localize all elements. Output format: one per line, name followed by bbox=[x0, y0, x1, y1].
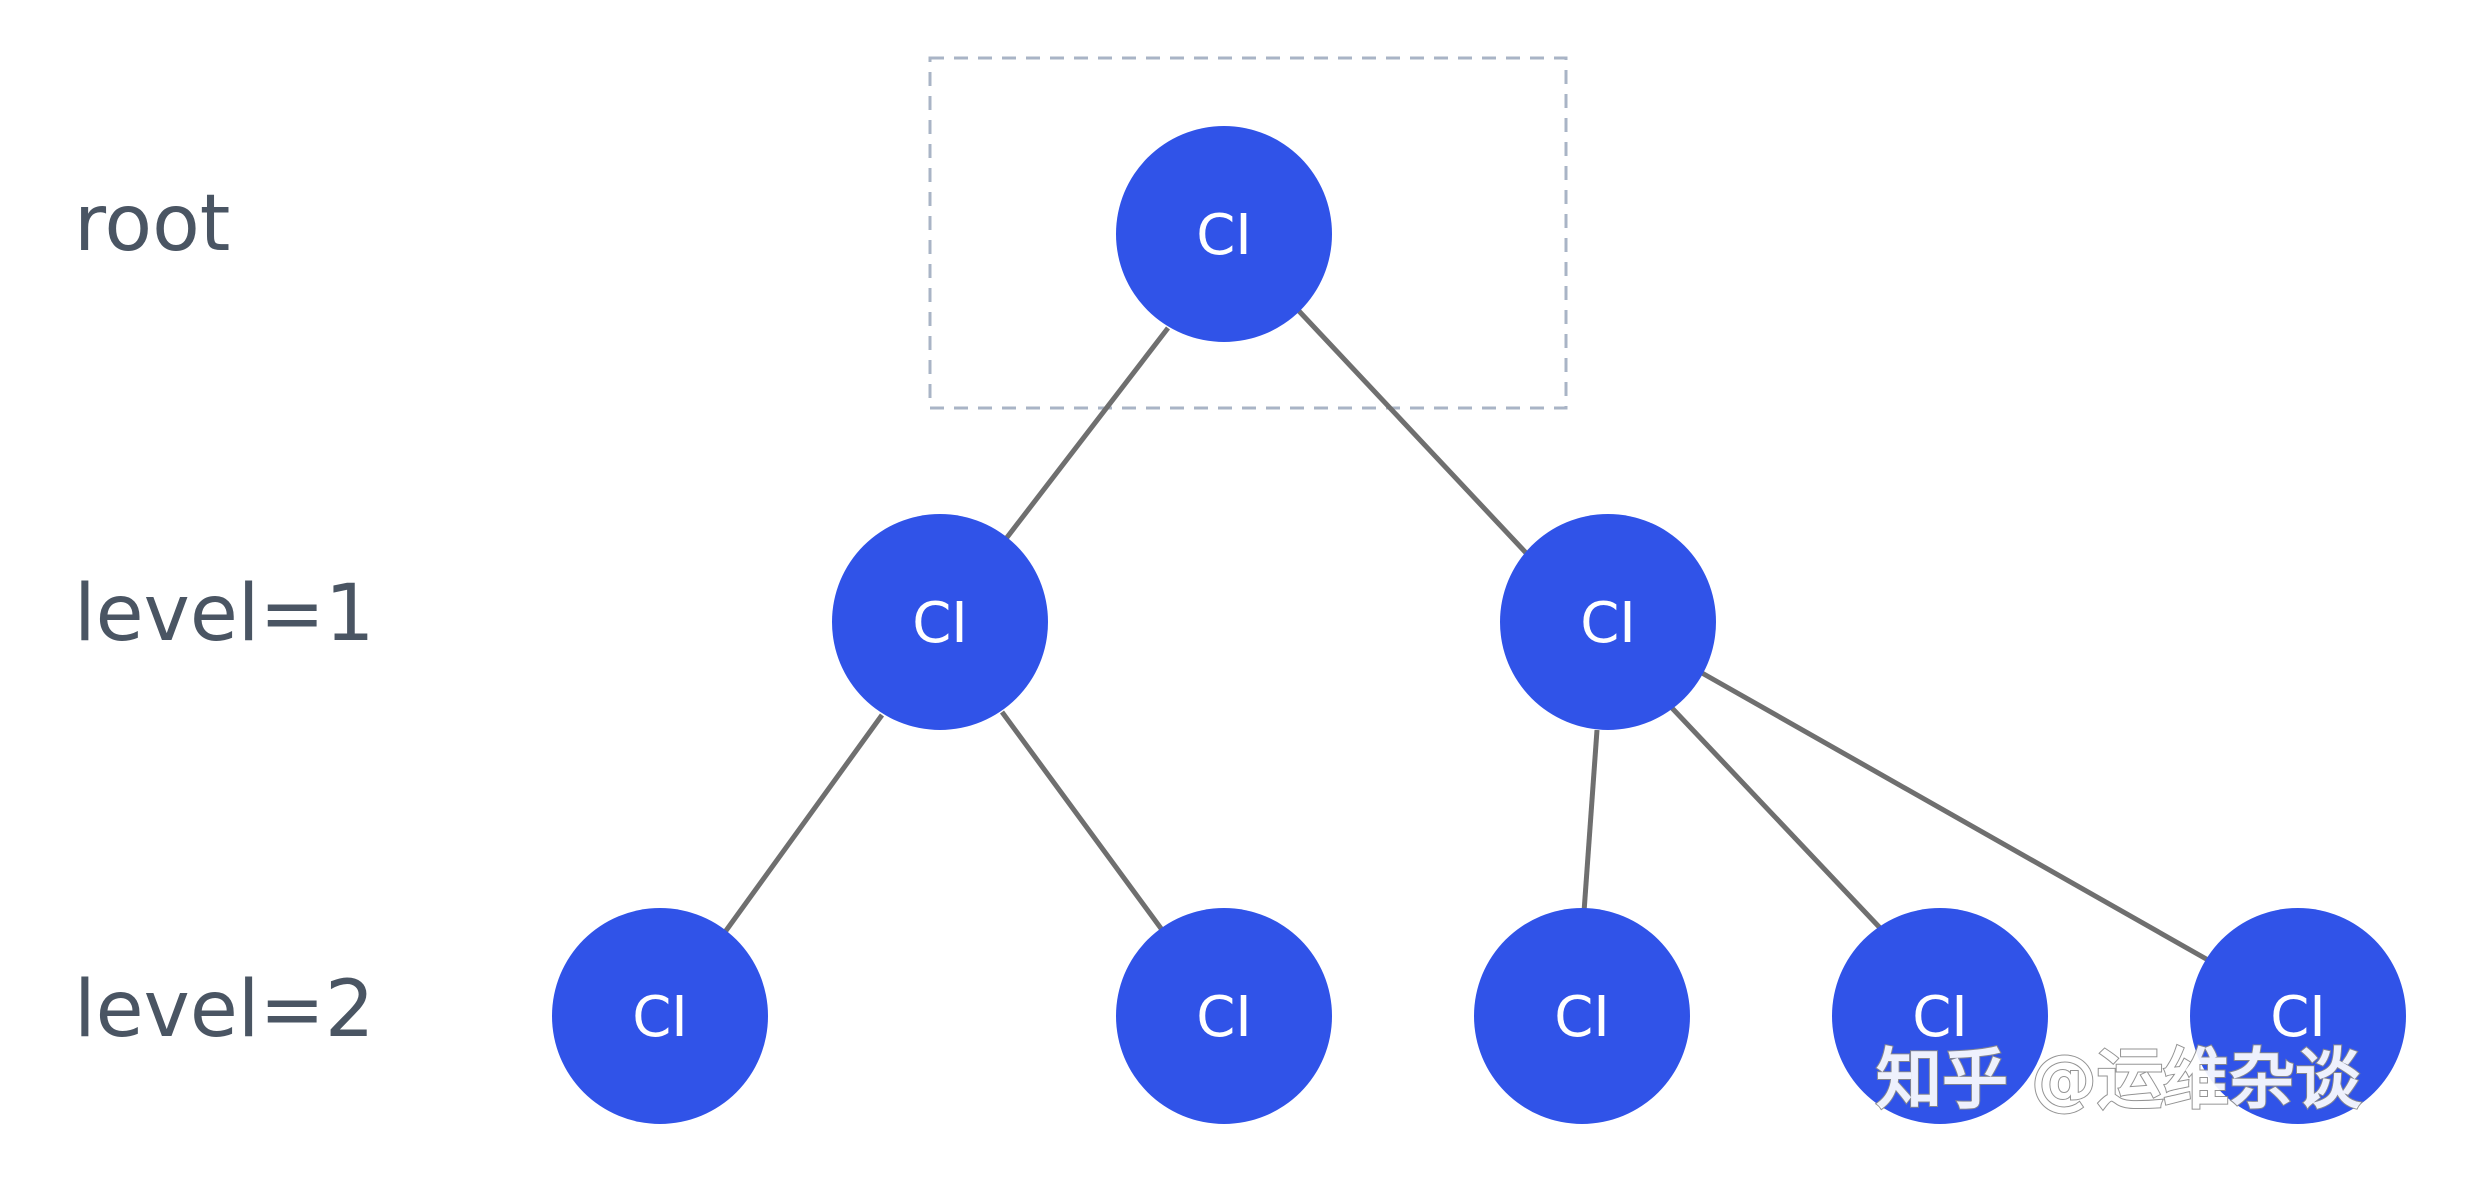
node-label: CI bbox=[2270, 985, 2326, 1050]
node-circle bbox=[552, 908, 768, 1124]
node-label: CI bbox=[1196, 985, 1252, 1050]
tree-node-level1-right: CI bbox=[1500, 514, 1716, 730]
node-label: CI bbox=[632, 985, 688, 1050]
tree-node-level2-4: CI bbox=[1832, 908, 2048, 1124]
node-label: CI bbox=[1554, 985, 1610, 1050]
tree-node-level2-1: CI bbox=[552, 908, 768, 1124]
watermark: 知乎 @运维杂谈 bbox=[1876, 1041, 2362, 1118]
tree-node-level2-3: CI bbox=[1474, 908, 1690, 1124]
edge-root-l1a bbox=[1003, 326, 1170, 542]
tree-node-level2-5: CI bbox=[2190, 908, 2406, 1124]
tree-node-level2-2: CI bbox=[1116, 908, 1332, 1124]
node-label: CI bbox=[1912, 985, 1968, 1050]
tree-node-root: CI bbox=[1116, 126, 1332, 342]
node-circle bbox=[1116, 126, 1332, 342]
node-circle bbox=[832, 514, 1048, 730]
node-label: CI bbox=[912, 591, 968, 656]
edge-l1b-l2c bbox=[1581, 729, 1600, 913]
level-label-2: level=2 bbox=[74, 965, 374, 1055]
node-label: CI bbox=[1580, 591, 1636, 656]
node-circle bbox=[1500, 514, 1716, 730]
node-circle bbox=[1116, 908, 1332, 1124]
node-circle bbox=[1474, 908, 1690, 1124]
edge-l1b-l2d bbox=[1670, 706, 1884, 932]
edge-l1b-l2e bbox=[1700, 670, 2210, 963]
node-circle bbox=[2190, 908, 2406, 1124]
node-circle bbox=[1832, 908, 2048, 1124]
tree-node-level1-left: CI bbox=[832, 514, 1048, 730]
root-highlight-box bbox=[928, 56, 1568, 410]
edge-l1a-l2a bbox=[709, 713, 885, 952]
edge-l1a-l2b bbox=[999, 710, 1171, 940]
level-label-root: root bbox=[74, 179, 230, 269]
edges bbox=[709, 308, 2210, 963]
edge-root-l1b bbox=[1296, 308, 1530, 557]
node-label: CI bbox=[1196, 203, 1252, 268]
level-label-1: level=1 bbox=[74, 569, 374, 659]
